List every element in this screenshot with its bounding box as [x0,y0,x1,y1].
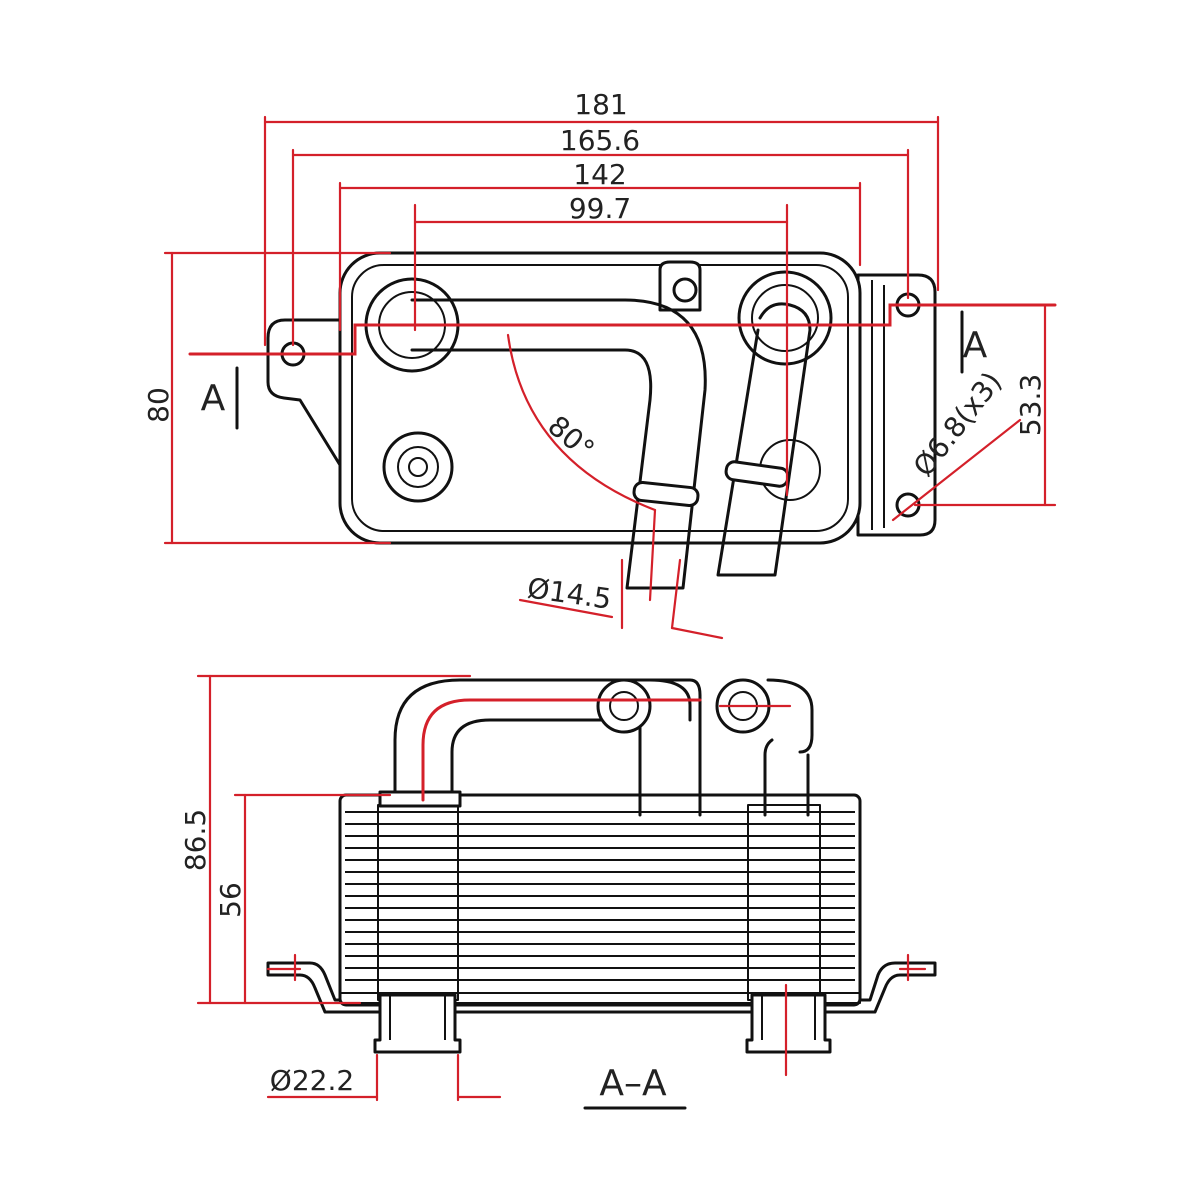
right-pipe [716,302,812,577]
section-marker-left: A [201,378,226,419]
section-right-pipe [763,738,810,817]
cooler-body-inner [351,264,849,532]
bracket-hole [672,277,698,303]
section-left-fitting [596,678,652,734]
left-pipe [410,298,707,590]
drain-plug-outer [382,431,454,503]
right-port-boss-outer [737,270,833,366]
dim-height-56: 56 [214,882,247,918]
dim-width-142: 142 [573,158,626,191]
section-view-label: A–A [599,1063,667,1104]
angle-arc [506,333,657,512]
section-pipe-centerline [421,698,702,802]
drain-plug-middle [397,446,439,488]
dim-width-165-6: 165.6 [560,124,640,157]
left-bottom-port [373,993,462,1054]
top-view [266,251,937,590]
dim-width-181: 181 [574,88,627,121]
pipe-bracket-tab [658,260,702,312]
drain-plug-inner [408,457,428,477]
fin-stack-body [338,793,862,1007]
left-mounting-flange [266,318,347,467]
section-left-pipe [393,678,702,817]
section-view [266,678,937,1054]
right-mounting-flange [856,273,937,537]
dim-pipe-diameter: Ø14.5 [525,571,613,615]
dim-height-80: 80 [142,387,175,423]
dim-width-99-7: 99.7 [569,192,631,225]
section-marker-right: A [963,325,988,366]
base-plate [339,992,861,1004]
right-port-boss-inner [751,284,819,352]
section-view-dimensions: 86.5 56 Ø22.2 A–A [179,674,927,1110]
dim-port-diameter: Ø22.2 [270,1064,354,1097]
dim-height-53-3: 53.3 [1014,374,1047,436]
left-pipe-clamp [632,480,700,508]
base-mounting-flange [266,961,937,1014]
right-bottom-port [745,993,832,1054]
cooling-fins [345,811,855,981]
dim-height-86-5: 86.5 [179,809,212,871]
